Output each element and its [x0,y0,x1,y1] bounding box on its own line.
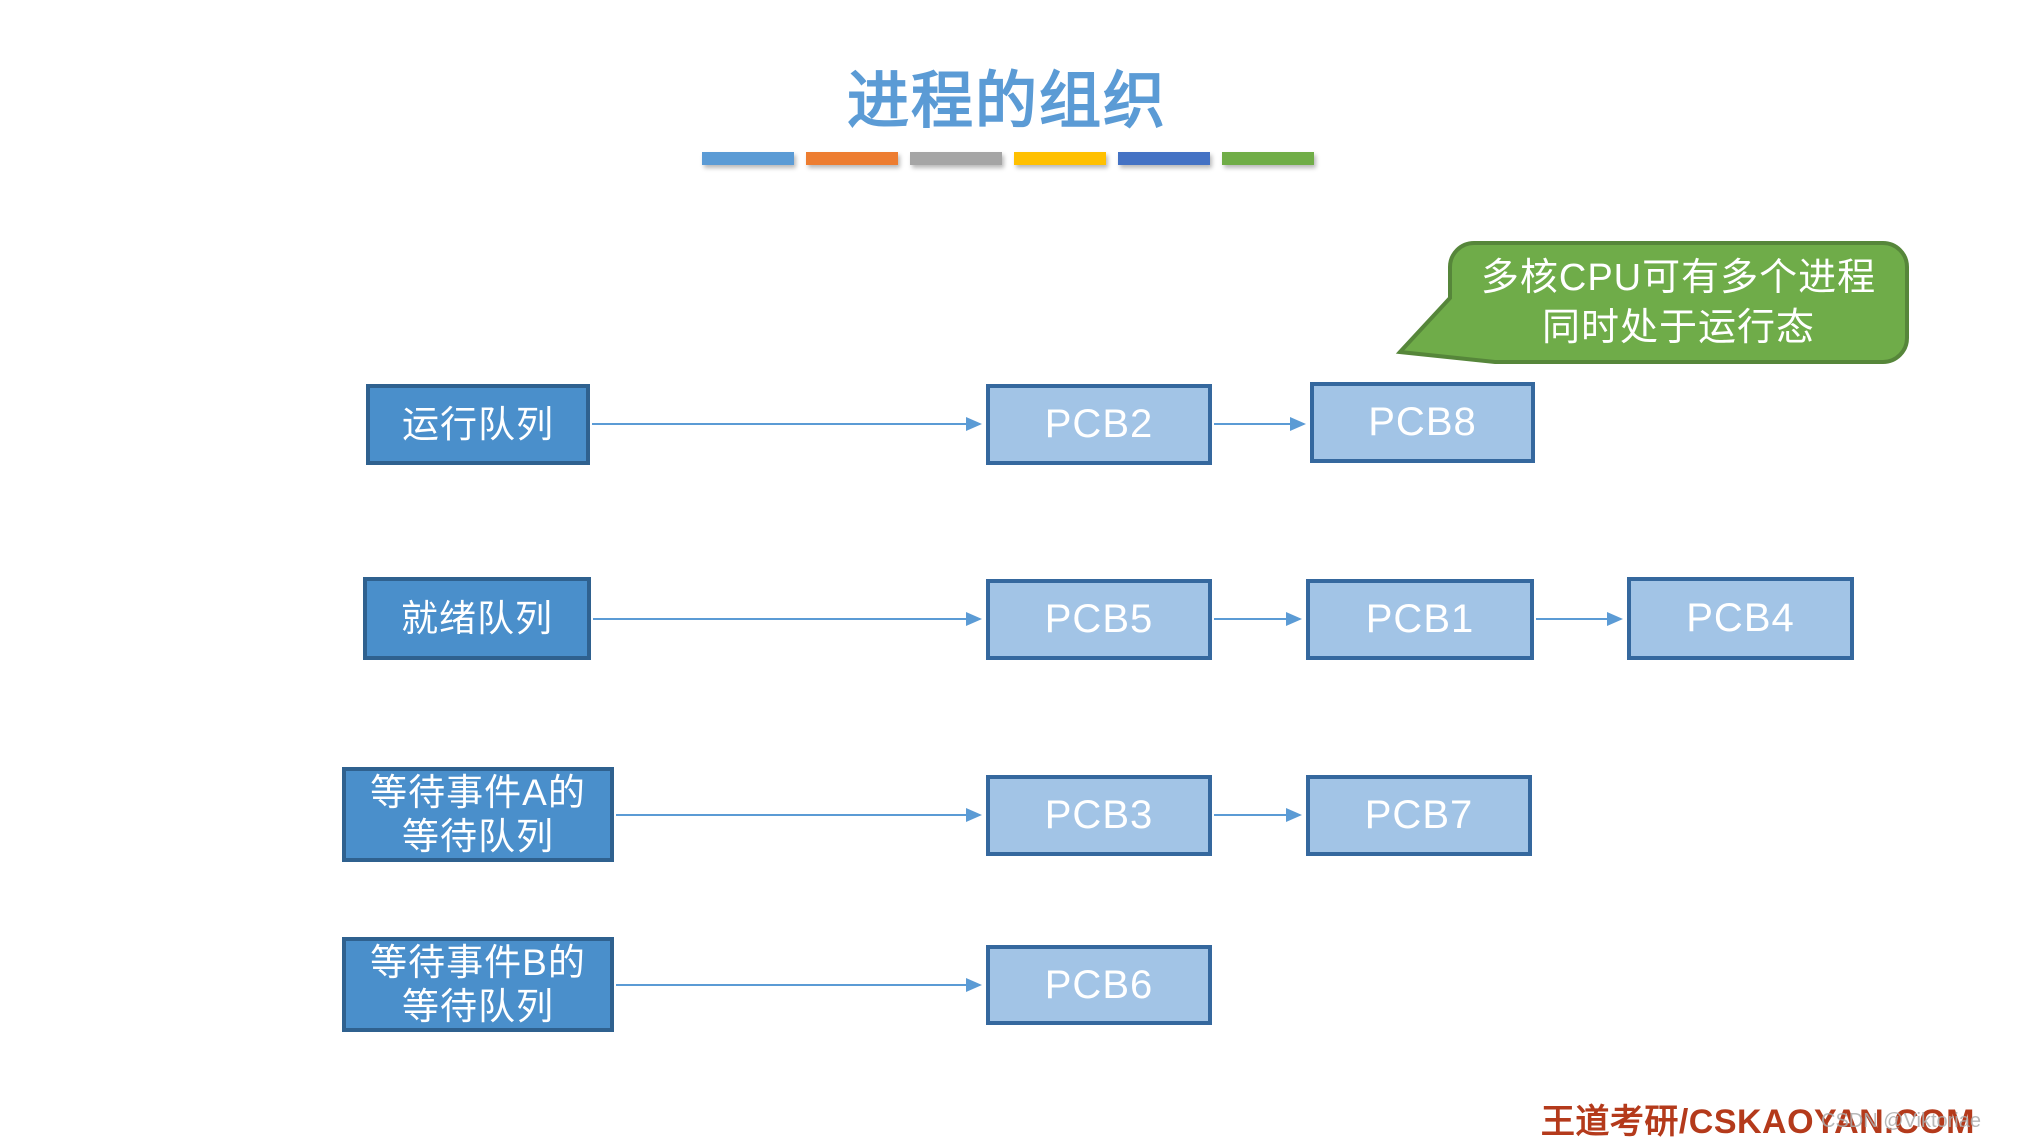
pcb-box-pcb1: PCB1 [1306,579,1534,660]
accent-dash-green [1222,152,1314,165]
pcb-label: PCB5 [1044,597,1154,641]
pcb-box-pcb3: PCB3 [986,775,1212,856]
queue-box-running: 运行队列 [366,384,590,465]
pcb-label: PCB4 [1686,596,1795,640]
callout-line-2: 同时处于运行态 [1541,306,1815,349]
queue-label: 运行队列 [402,403,554,445]
pcb-box-pcb2: PCB2 [986,384,1212,465]
pcb-label: PCB6 [1044,962,1154,1007]
accent-dashes [702,152,1314,165]
queue-label-line-1: 等待事件A的 [370,771,586,813]
pcb-box-pcb5: PCB5 [986,579,1212,660]
pcb-label: PCB3 [1044,793,1154,837]
queue-box-wait-event-b: 等待事件B的 等待队列 [342,937,614,1032]
accent-dash-gray [910,152,1002,165]
pcb-label: PCB2 [1044,402,1154,446]
accent-dash-gold [1014,152,1106,165]
queue-box-wait-event-a: 等待事件A的 等待队列 [342,767,614,862]
pcb-label: PCB1 [1365,597,1475,641]
callout-text: 多核CPU可有多个进程 同时处于运行态 [1450,243,1907,362]
accent-dash-blue [702,152,794,165]
queue-label-line-1: 等待事件B的 [370,941,586,983]
queue-box-ready: 就绪队列 [363,577,591,660]
queue-label: 就绪队列 [401,597,553,639]
page-title: 进程的组织 [846,68,1167,136]
csdn-watermark: CSDN @Viktoriae [1821,1110,1981,1132]
pcb-box-pcb8: PCB8 [1310,382,1535,463]
pcb-box-pcb7: PCB7 [1306,775,1532,856]
accent-dash-darkblue [1118,152,1210,165]
pcb-box-pcb4: PCB4 [1627,577,1854,660]
pcb-label: PCB7 [1364,793,1474,837]
queue-label-line-2: 等待队列 [402,985,554,1027]
pcb-label: PCB8 [1368,400,1477,444]
brand-footer: 王道考研/CSKAOYAN.COM [1540,1103,1975,1141]
accent-dash-orange [806,152,898,165]
pcb-box-pcb6: PCB6 [986,945,1212,1025]
callout-line-1: 多核CPU可有多个进程 [1480,256,1877,299]
queue-label-line-2: 等待队列 [402,815,554,857]
